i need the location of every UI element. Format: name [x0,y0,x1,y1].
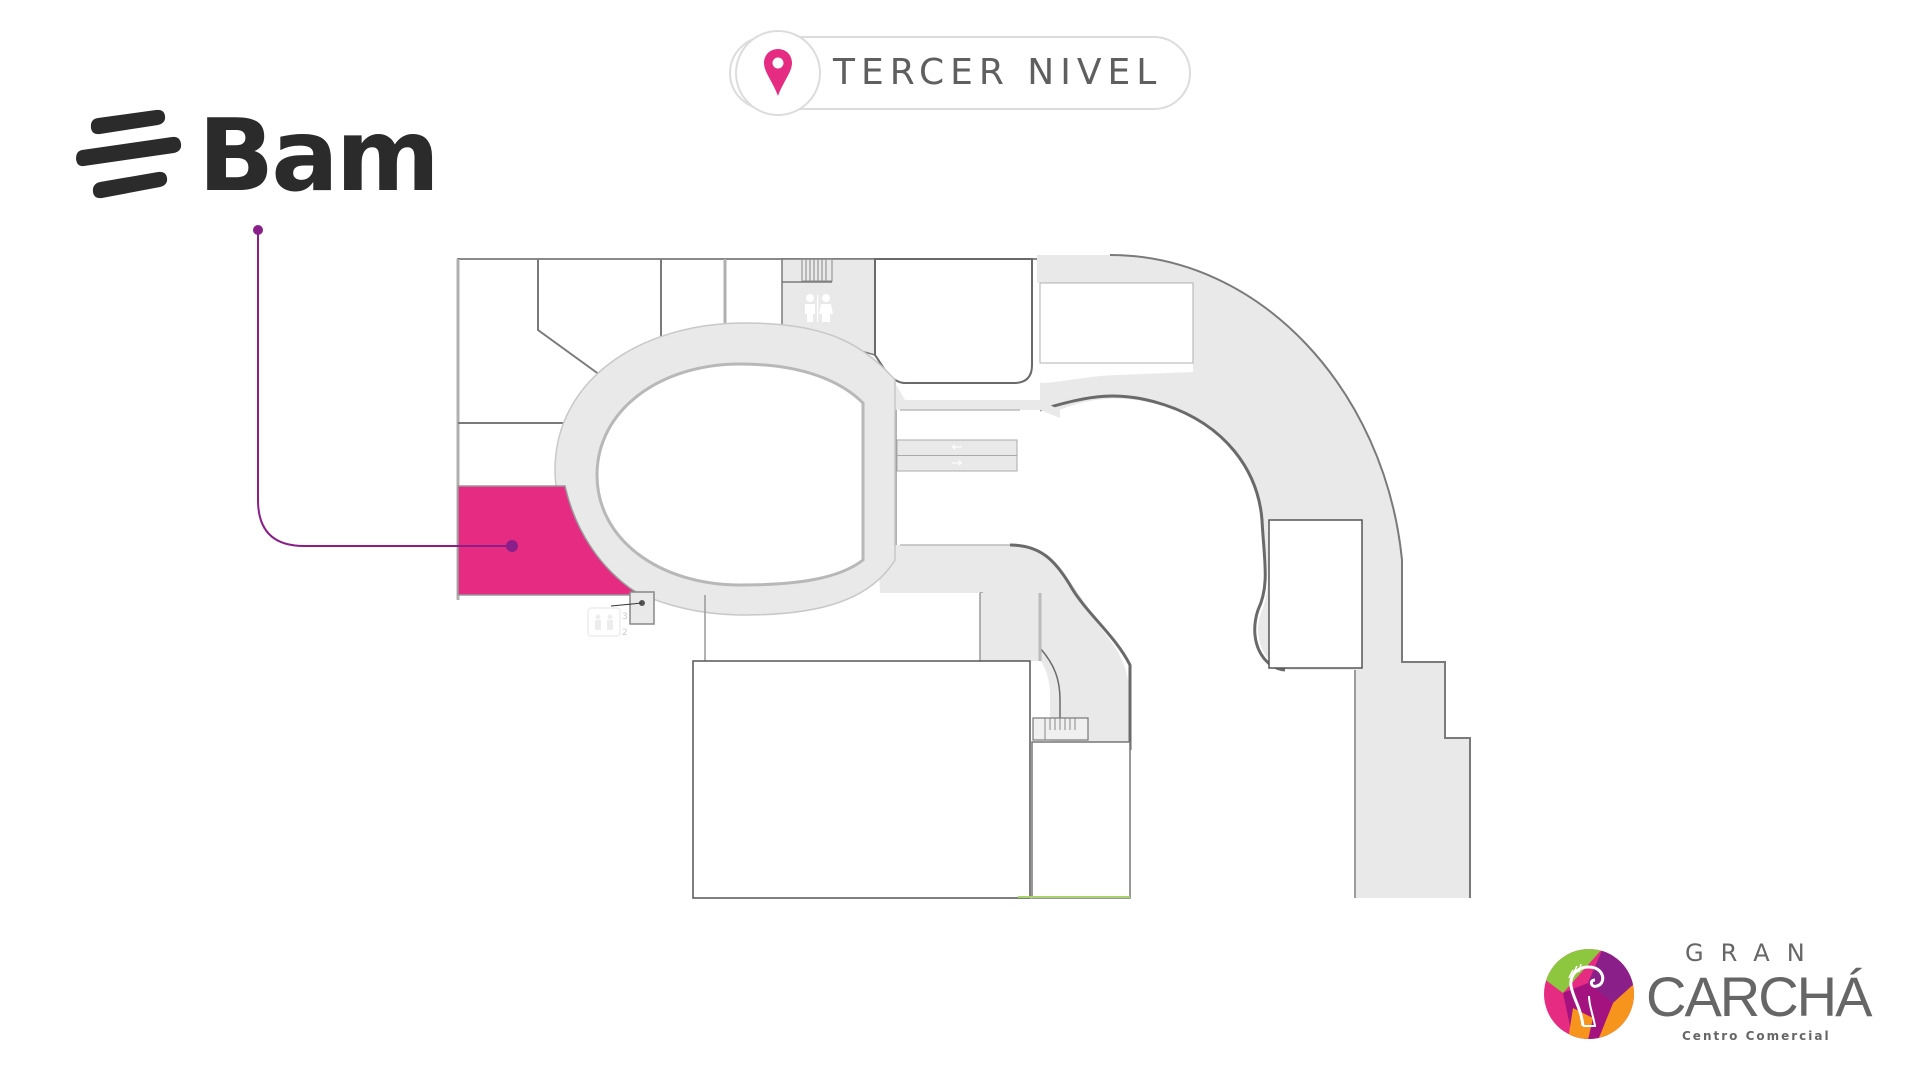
store-east-kiosk [1268,519,1363,669]
atrium-void [595,362,865,587]
railing-south-ramp [1009,543,1132,750]
corridor-east [1037,255,1470,898]
elevator-floor-up: 3 [622,612,628,622]
escalator-arrow-right: → [951,456,963,471]
mall-subtitle: Centro Comercial [1682,1029,1831,1043]
mall-name-main: CARCHÁ [1646,965,1872,1028]
elevator-floor-down: 2 [622,628,628,638]
stairs-south [1032,717,1089,741]
elevator [610,591,655,625]
escalator-arrow-left: ← [951,440,963,455]
store-south-east [1031,741,1131,899]
elevator-icon [587,607,621,637]
mall-name-top: GRAN [1685,939,1822,967]
mall-logo: GRAN CARCHÁ Centro Comercial [1540,940,1880,1050]
restroom-icon [805,294,833,322]
level-title: TERCER NIVEL [833,52,1163,93]
mall-emblem-icon [1544,949,1634,1039]
store-north-center [874,258,1033,384]
connector-start-dot [253,225,263,235]
outer-wall-east [1109,254,1471,898]
store-east-top [1039,282,1194,364]
store-logo: Bam [76,97,440,214]
corridor-central [870,383,1130,750]
bam-stripes-icon [76,109,182,199]
stairs-icon [801,258,833,282]
escalator-icon [896,439,1018,472]
store-location-dot [506,540,518,552]
store-connector-line [257,230,512,547]
map-pin-icon [764,49,792,96]
railing-east [1039,394,1286,672]
store-name: Bam [198,97,440,214]
store-anchor-south [692,660,1031,899]
level-pin-badge [735,30,821,116]
stores-south [692,593,1131,899]
